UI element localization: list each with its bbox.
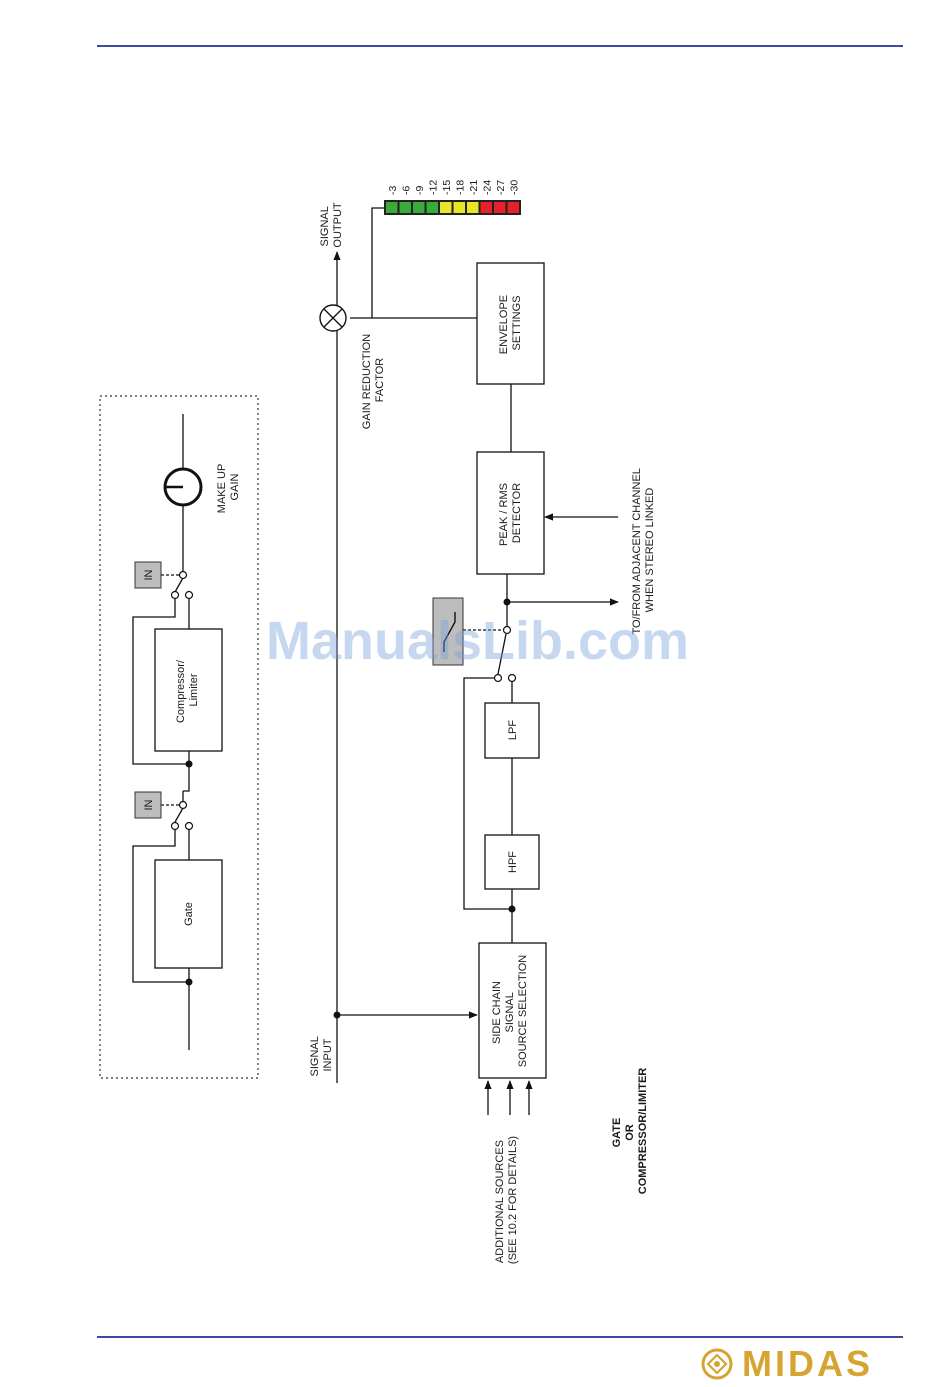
inset-dashed-links	[161, 574, 179, 806]
meter-tick-label: -21	[468, 180, 480, 195]
meter-scale: -3-6-9-12-15-18-21-24-27-30	[387, 180, 521, 195]
meter-segment	[440, 202, 452, 213]
gate-label: Gate	[183, 902, 195, 926]
gain-reduction-meter	[384, 200, 521, 215]
compressor-in-label: IN	[143, 569, 155, 580]
meter-tick-label: -12	[427, 180, 439, 195]
signal-output-label: SIGNAL OUTPUT	[319, 202, 344, 248]
midas-wordmark: MIDAS	[742, 1343, 873, 1384]
meter-segment	[507, 202, 519, 213]
meter-tick-label: -6	[400, 186, 412, 195]
meter-tick-label: -24	[481, 180, 493, 195]
inset-switch-contacts	[170, 570, 194, 831]
inset-junctions	[185, 760, 193, 986]
meter-tick-label: -15	[441, 180, 453, 195]
peak-rms-label: PEAK / RMS DETECTOR	[498, 480, 523, 546]
hpf-label: HPF	[507, 851, 519, 873]
additional-sources-label: ADDITIONAL SOURCES (SEE 10.2 FOR DETAILS…	[494, 1136, 519, 1264]
envelope-label: ENVELOPE SETTINGS	[498, 292, 523, 354]
hpf-block	[484, 834, 540, 890]
meter-segment	[426, 202, 438, 213]
meter-segment	[386, 202, 398, 213]
makeup-gain-label: MAKE UP GAIN	[216, 461, 241, 513]
envelope-settings-block	[476, 262, 545, 385]
compressor-limiter-block	[154, 628, 223, 752]
main-switch-contacts	[493, 625, 517, 683]
inset-wiring	[132, 414, 190, 1050]
gate-in-button[interactable]: IN	[134, 791, 162, 819]
adjacent-channel-label: TO/FROM ADJACENT CHANNEL WHEN STEREO LIN…	[631, 465, 656, 634]
meter-tick-label: -30	[508, 180, 520, 195]
gain-multiplier	[319, 304, 347, 332]
meter-segment	[480, 202, 492, 213]
meter-tick-label: -27	[495, 180, 507, 195]
gain-reduction-factor-label: GAIN REDUCTION FACTOR	[361, 331, 386, 429]
signal-input-label: SIGNAL INPUT	[309, 1033, 334, 1076]
side-chain-label: SIDE CHAIN SIGNAL SOURCE SELECTION	[491, 955, 529, 1068]
makeup-gain-knob[interactable]	[163, 467, 203, 507]
side-chain-listen-button[interactable]	[432, 597, 464, 666]
midas-logo: MIDAS	[700, 1343, 905, 1384]
lpf-label: LPF	[507, 720, 519, 740]
peak-rms-detector-block	[476, 451, 545, 575]
midas-emblem-icon	[701, 1348, 733, 1380]
meter-segment	[399, 202, 411, 213]
meter-tick-label: -18	[454, 180, 466, 195]
mode-label: GATE OR COMPRESSOR/LIMITER	[611, 1068, 649, 1195]
side-chain-block	[478, 942, 547, 1079]
compressor-label: Compressor/ Limiter	[175, 657, 200, 723]
footer-rule	[97, 1336, 903, 1338]
header-rule	[97, 45, 903, 47]
meter-tick-label: -9	[414, 186, 426, 195]
main-wiring	[333, 207, 619, 1115]
meter-tick-label: -3	[387, 186, 399, 195]
lpf-block	[484, 702, 540, 759]
watermark: ManualsLib.com	[266, 611, 690, 671]
meter-segment	[494, 202, 506, 213]
compressor-in-button[interactable]: IN	[134, 561, 162, 589]
gate-in-label: IN	[143, 799, 155, 810]
meter-segment	[413, 202, 425, 213]
meter-segment	[453, 202, 465, 213]
main-junctions	[333, 598, 516, 1019]
meter-segment	[467, 202, 479, 213]
gate-block	[154, 859, 223, 969]
